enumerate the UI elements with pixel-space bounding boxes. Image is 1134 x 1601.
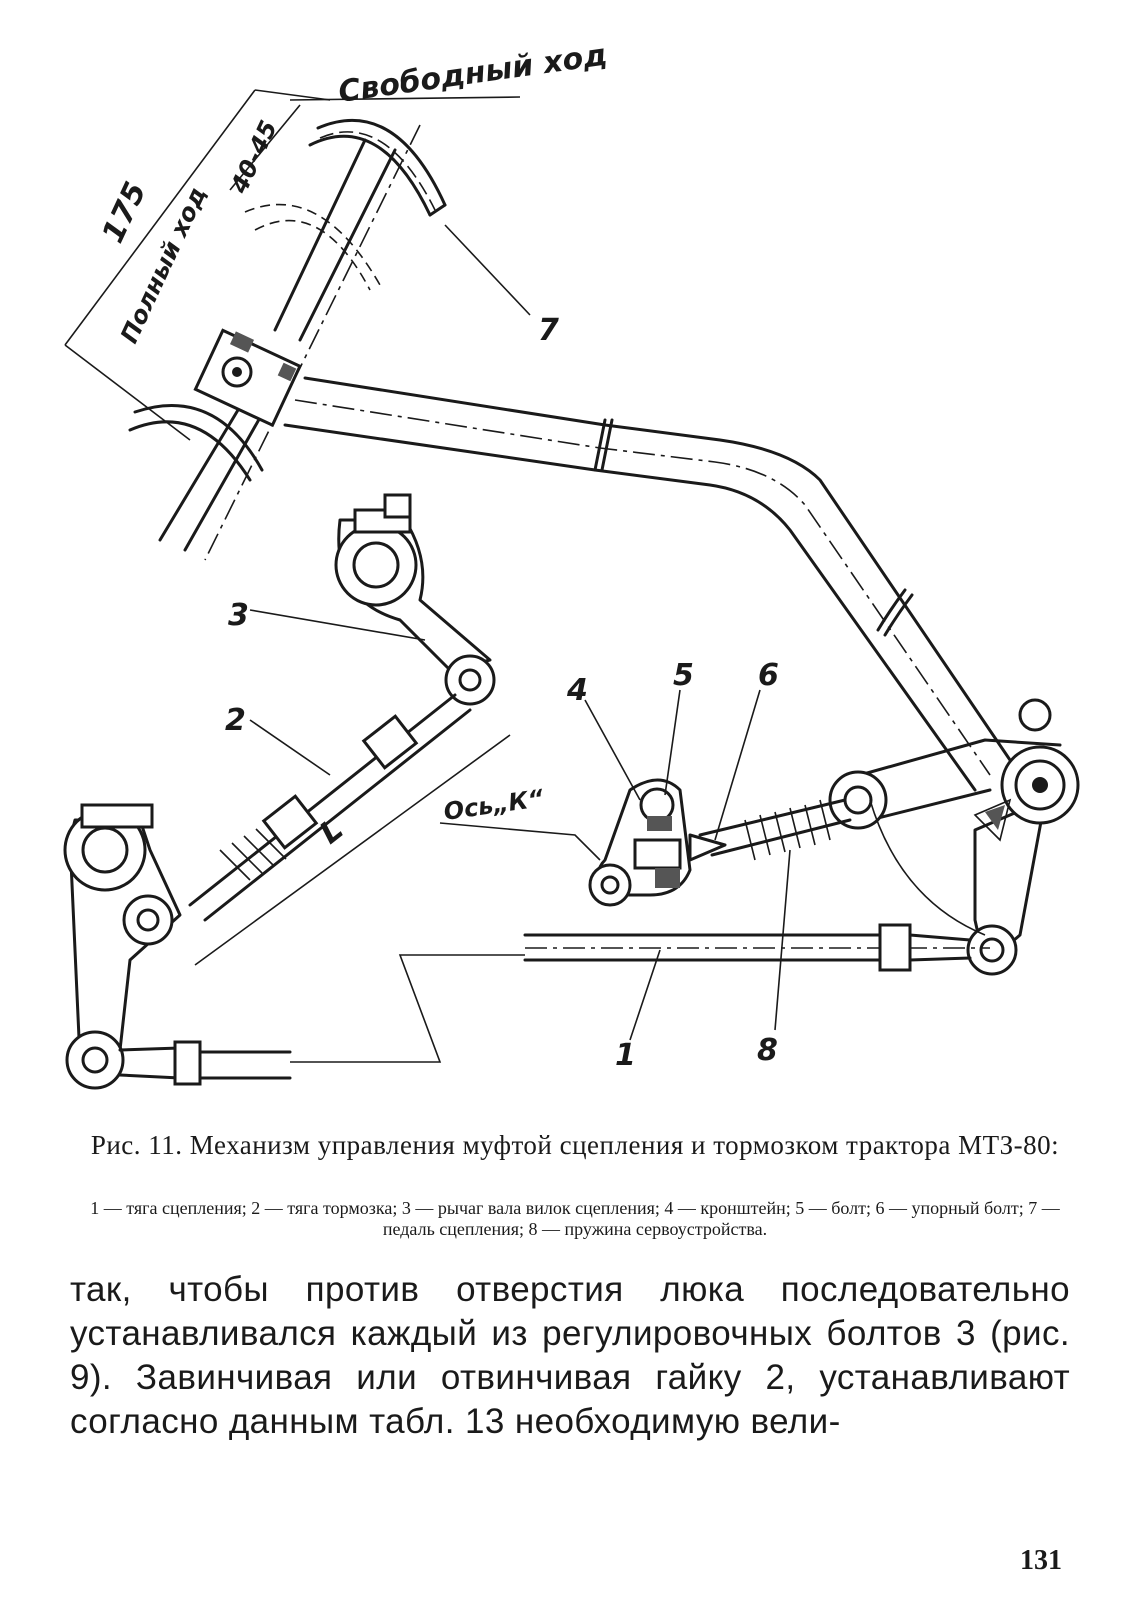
body-paragraph: так, чтобы против отверстия люка последо…: [70, 1270, 1070, 1441]
label-axis-k: Ось„К“: [442, 784, 546, 826]
label-3: 3: [228, 598, 249, 633]
pedal-tube: [283, 376, 1012, 792]
figure-clutch-mechanism: Свободный ход 175 Полный ход 40-45 7 3 2…: [63, 38, 1080, 1090]
page-number: 131: [1020, 1545, 1062, 1576]
label-L: L: [313, 812, 350, 851]
clutch-pedal: [128, 118, 447, 561]
label-dim-40-45: 40-45: [225, 116, 283, 198]
figure-legend: 1 — тяга сцепления; 2 — тяга тормозка; 3…: [90, 1198, 1060, 1239]
right-lever-assembly: [588, 698, 1080, 976]
leaders: [249, 224, 791, 1041]
label-2: 2: [225, 703, 246, 738]
label-5: 5: [673, 658, 694, 693]
label-8: 8: [757, 1033, 778, 1068]
label-1: 1: [615, 1038, 636, 1073]
dimensions: [64, 89, 601, 966]
label-7: 7: [538, 313, 559, 348]
figure-caption: Рис. 11. Механизм управления муфтой сцеп…: [90, 1130, 1060, 1160]
label-4: 4: [566, 673, 588, 708]
lever-3-rod-2: [63, 493, 525, 1090]
clutch-rod-1: [523, 923, 990, 972]
label-free-travel: Свободный ход: [336, 38, 609, 110]
label-6: 6: [758, 658, 779, 693]
